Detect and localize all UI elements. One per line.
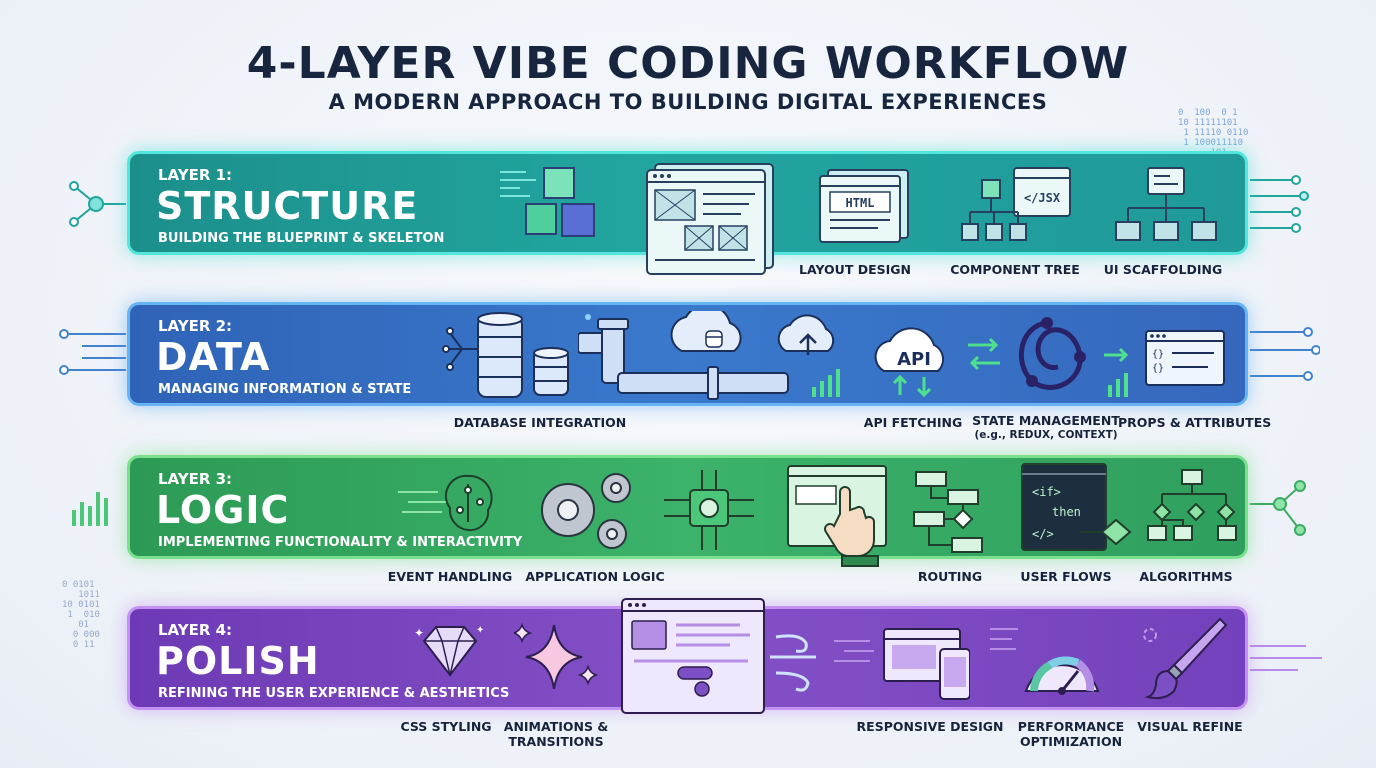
svg-text:✦: ✦ [476,625,484,636]
right-connector-data [1250,327,1320,381]
diamond-icon: ✦✦ [414,625,484,677]
right-connector-structure [1250,175,1309,233]
click-hand-icon [787,465,887,567]
caption-event-handling: EVENT HANDLING [387,569,513,584]
if-text: <if> [1032,485,1061,499]
svg-text:{}: {} [1152,363,1164,374]
caption-api-fetching: API FETCHING [863,415,963,430]
layer-polish-band: LAYER 4: POLISH REFINING THE USER EXPERI… [127,598,1248,714]
paintbrush-icon [1143,617,1228,700]
left-connector-data [59,329,126,375]
performance-label: PERFORMANCE [1017,719,1125,734]
caption-routing: ROUTING [917,569,983,584]
caption-database-integration: DATABASE INTEGRATION [453,415,627,430]
props-window-icon: {} {} [1104,330,1225,397]
html-tag-text: HTML [846,196,875,210]
brain-circuit-icon [398,474,493,532]
pipeline-icon [578,311,789,400]
state-management-label: STATE MANAGEMENT [972,413,1120,428]
layer-4-label: LAYER 4: [158,621,233,639]
page-title: 4-LAYER VIBE CODING WORKFLOW [246,38,1130,89]
routing-flowchart-icon [913,471,983,553]
layer-2-label: LAYER 2: [158,317,233,335]
caption-css-styling: CSS STYLING [400,719,492,734]
caption-algorithms: ALGORITHMS [1139,569,1233,584]
algorithm-tree-icon [1147,469,1237,541]
layer-1-name: STRUCTURE [156,184,419,228]
caption-user-flows: USER FLOWS [1020,569,1112,584]
page-subtitle: A MODERN APPROACH TO BUILDING DIGITAL EX… [328,90,1048,114]
layer-3-name: LOGIC [156,488,290,532]
close-tag-text: </> [1032,527,1054,541]
layer-logic-band: LAYER 3: LOGIC IMPLEMENTING FUNCTIONALIT… [127,455,1248,567]
layer-4-name: POLISH [156,639,320,683]
caption-component-tree: COMPONENT TREE [950,262,1080,277]
performance-gauge-icon [990,628,1100,695]
cloud-upload-icon [777,314,840,397]
transitions-label: TRANSITIONS [508,734,604,749]
component-tree-icon: </JSX [961,167,1071,241]
layer-2-description: MANAGING INFORMATION & STATE [158,382,412,397]
html-window-icon: HTML [819,169,909,243]
caption-performance-optimization: PERFORMANCE OPTIMIZATION [1006,719,1136,749]
caption-layout-design: LAYOUT DESIGN [799,262,911,277]
gears-icon [541,473,631,549]
layer-data-band: LAYER 2: DATA MANAGING INFORMATION & STA… [127,302,1248,406]
layer-1-description: BUILDING THE BLUEPRINT & SKELETON [158,231,445,246]
caption-props-attributes: PROPS & ATTRIBUTES [1118,415,1272,430]
jsx-tag-text: </JSX [1024,191,1061,205]
api-cloud-icon: API [874,327,944,398]
responsive-devices-icon [834,628,970,700]
sync-arrows-icon [968,337,1000,371]
svg-text:{}: {} [1152,349,1164,360]
right-lines-polish [1250,645,1322,671]
api-text: API [897,349,931,370]
caption-application-logic: APPLICATION LOGIC [525,569,665,584]
layer-3-label: LAYER 3: [158,470,233,488]
state-management-note: (e.g., REDUX, CONTEXT) [974,429,1118,441]
left-bars-logic [72,492,108,526]
sparkles-icon [514,622,599,690]
caption-responsive-design: RESPONSIVE DESIGN [856,719,1004,734]
animation-window-icon [621,598,816,714]
cubes-icon [525,167,595,237]
right-connector-logic [1250,480,1306,536]
animations-label: ANIMATIONS & [503,719,609,734]
database-icon [442,312,569,398]
layout-wireframe-icon [646,163,774,275]
svg-text:✦: ✦ [414,626,424,640]
redux-icon [1018,317,1086,390]
caption-ui-scaffolding: UI SCAFFOLDING [1103,262,1223,277]
cpu-chip-icon [664,470,754,550]
then-text: then [1052,505,1081,519]
caption-animations: ANIMATIONS & TRANSITIONS [496,719,616,749]
caption-visual-refine: VISUAL REFINE [1137,719,1243,734]
layer-3-description: IMPLEMENTING FUNCTIONALITY & INTERACTIVI… [158,535,523,550]
layer-2-name: DATA [156,335,271,379]
layer-4-description: REFINING THE USER EXPERIENCE & AESTHETIC… [158,686,510,701]
user-flow-code-icon: <if> then </> [1021,463,1132,551]
optimization-label: OPTIMIZATION [1019,734,1123,749]
binary-decoration-bottom: 0 0101 1011 10 0101 1 010 01 0 000 0 11 [62,580,100,650]
layer-1-label: LAYER 1: [158,166,233,184]
caption-state-management: STATE MANAGEMENT (e.g., REDUX, CONTEXT) [966,413,1126,443]
ui-scaffolding-icon [1115,167,1217,241]
layer-structure-band: LAYER 1: STRUCTURE BUILDING THE BLUEPRIN… [127,151,1248,275]
left-connector-structure [69,181,126,227]
code-lines-icon [500,171,536,197]
